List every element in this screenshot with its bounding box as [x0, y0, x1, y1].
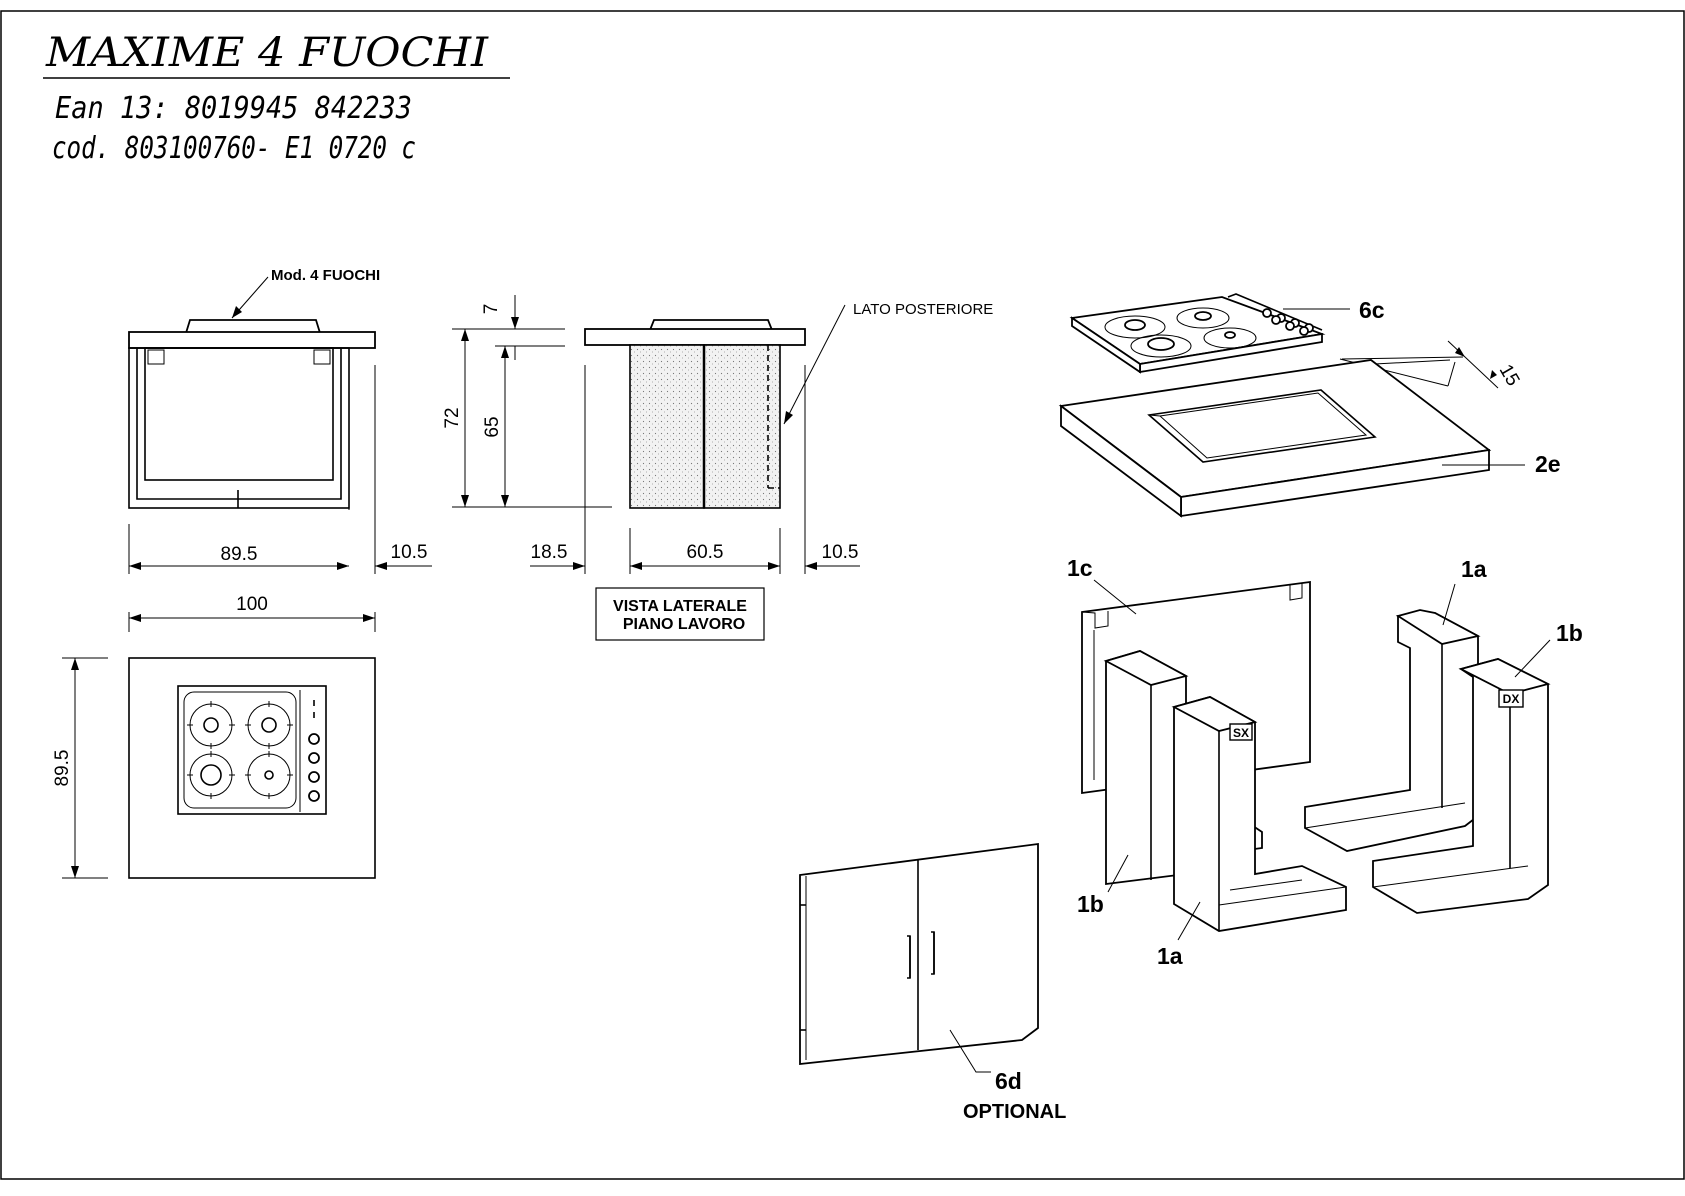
gap-dim-label: 15 [1495, 361, 1524, 390]
right-side-leader [1515, 640, 1550, 677]
dim-total-label: 100 [236, 594, 268, 615]
top-hob-cooktop [184, 692, 296, 808]
front-worktop [129, 332, 375, 348]
side-panel-front [630, 345, 704, 508]
front-opening [145, 348, 333, 480]
worktop-label: 2e [1535, 451, 1561, 477]
dim-top-depth-label: 89.5 [52, 750, 73, 787]
exploded-right-base [1305, 610, 1478, 851]
dim-body-height-label: 65 [482, 416, 503, 437]
top-view: 89.5 [52, 658, 375, 878]
back-side-label: LATO POSTERIORE [853, 301, 993, 318]
side-view: LATO POSTERIORE 72 65 7 18.5 60.5 10.5 V… [442, 295, 993, 640]
front-corner-right [314, 350, 330, 364]
doors-label: 6d [995, 1068, 1022, 1094]
burner-1 [187, 701, 235, 749]
burner-2 [245, 701, 293, 749]
knob-3 [309, 772, 319, 782]
front-cabinet [129, 348, 349, 508]
hob-label: 6c [1359, 297, 1385, 323]
dim-side-label: 10.5 [391, 542, 428, 563]
product-code: cod. 803100760- E1 0720 c [52, 131, 416, 166]
left-base-label: 1a [1157, 943, 1183, 969]
sx-tag: SX [1233, 726, 1249, 740]
left-side-label: 1b [1077, 891, 1104, 917]
doors-note: OPTIONAL [963, 1101, 1066, 1123]
knob-2 [309, 753, 319, 763]
burner-4 [245, 751, 293, 799]
front-corner-left [148, 350, 164, 364]
product-title: MAXIME 4 FUOCHI [45, 30, 489, 76]
side-worktop [585, 329, 805, 345]
right-base-leader [1443, 584, 1455, 625]
burner-3 [187, 751, 235, 799]
dim-total-height-label: 72 [442, 407, 463, 428]
dim-left-label: 18.5 [531, 542, 568, 563]
top-hob-frame [178, 686, 326, 814]
caption-line-1: VISTA LATERALE [613, 598, 747, 615]
top-worktop [129, 658, 375, 878]
exploded-doors [800, 844, 1038, 1064]
ean-code: Ean 13: 8019945 842233 [55, 91, 412, 126]
dim-right-label: 10.5 [822, 542, 859, 563]
caption-line-2: PIANO LAVORO [623, 616, 745, 633]
exploded-worktop [1061, 360, 1489, 516]
dim-depth-label: 60.5 [687, 542, 724, 563]
knob-4 [309, 791, 319, 801]
title-block: MAXIME 4 FUOCHI Ean 13: 8019945 842233 c… [43, 30, 510, 166]
gap-dim-line [1448, 341, 1498, 388]
back-leader [784, 305, 845, 424]
front-hob [186, 320, 320, 333]
exploded-hob [1072, 294, 1322, 372]
dim-top-label: 7 [481, 304, 502, 315]
model-label: Mod. 4 FUOCHI [271, 267, 380, 284]
right-side-label: 1b [1556, 620, 1583, 646]
dim-width-label: 89.5 [221, 544, 258, 565]
dx-tag: DX [1503, 692, 1520, 706]
front-view: Mod. 4 FUOCHI 89.5 10.5 100 [129, 267, 432, 632]
front-cabinet-inner [137, 348, 341, 499]
right-base-label: 1a [1461, 556, 1487, 582]
knob-1 [309, 734, 319, 744]
exploded-view: 6c 15 2e 1c [800, 294, 1583, 1123]
back-panel-label: 1c [1067, 555, 1093, 581]
